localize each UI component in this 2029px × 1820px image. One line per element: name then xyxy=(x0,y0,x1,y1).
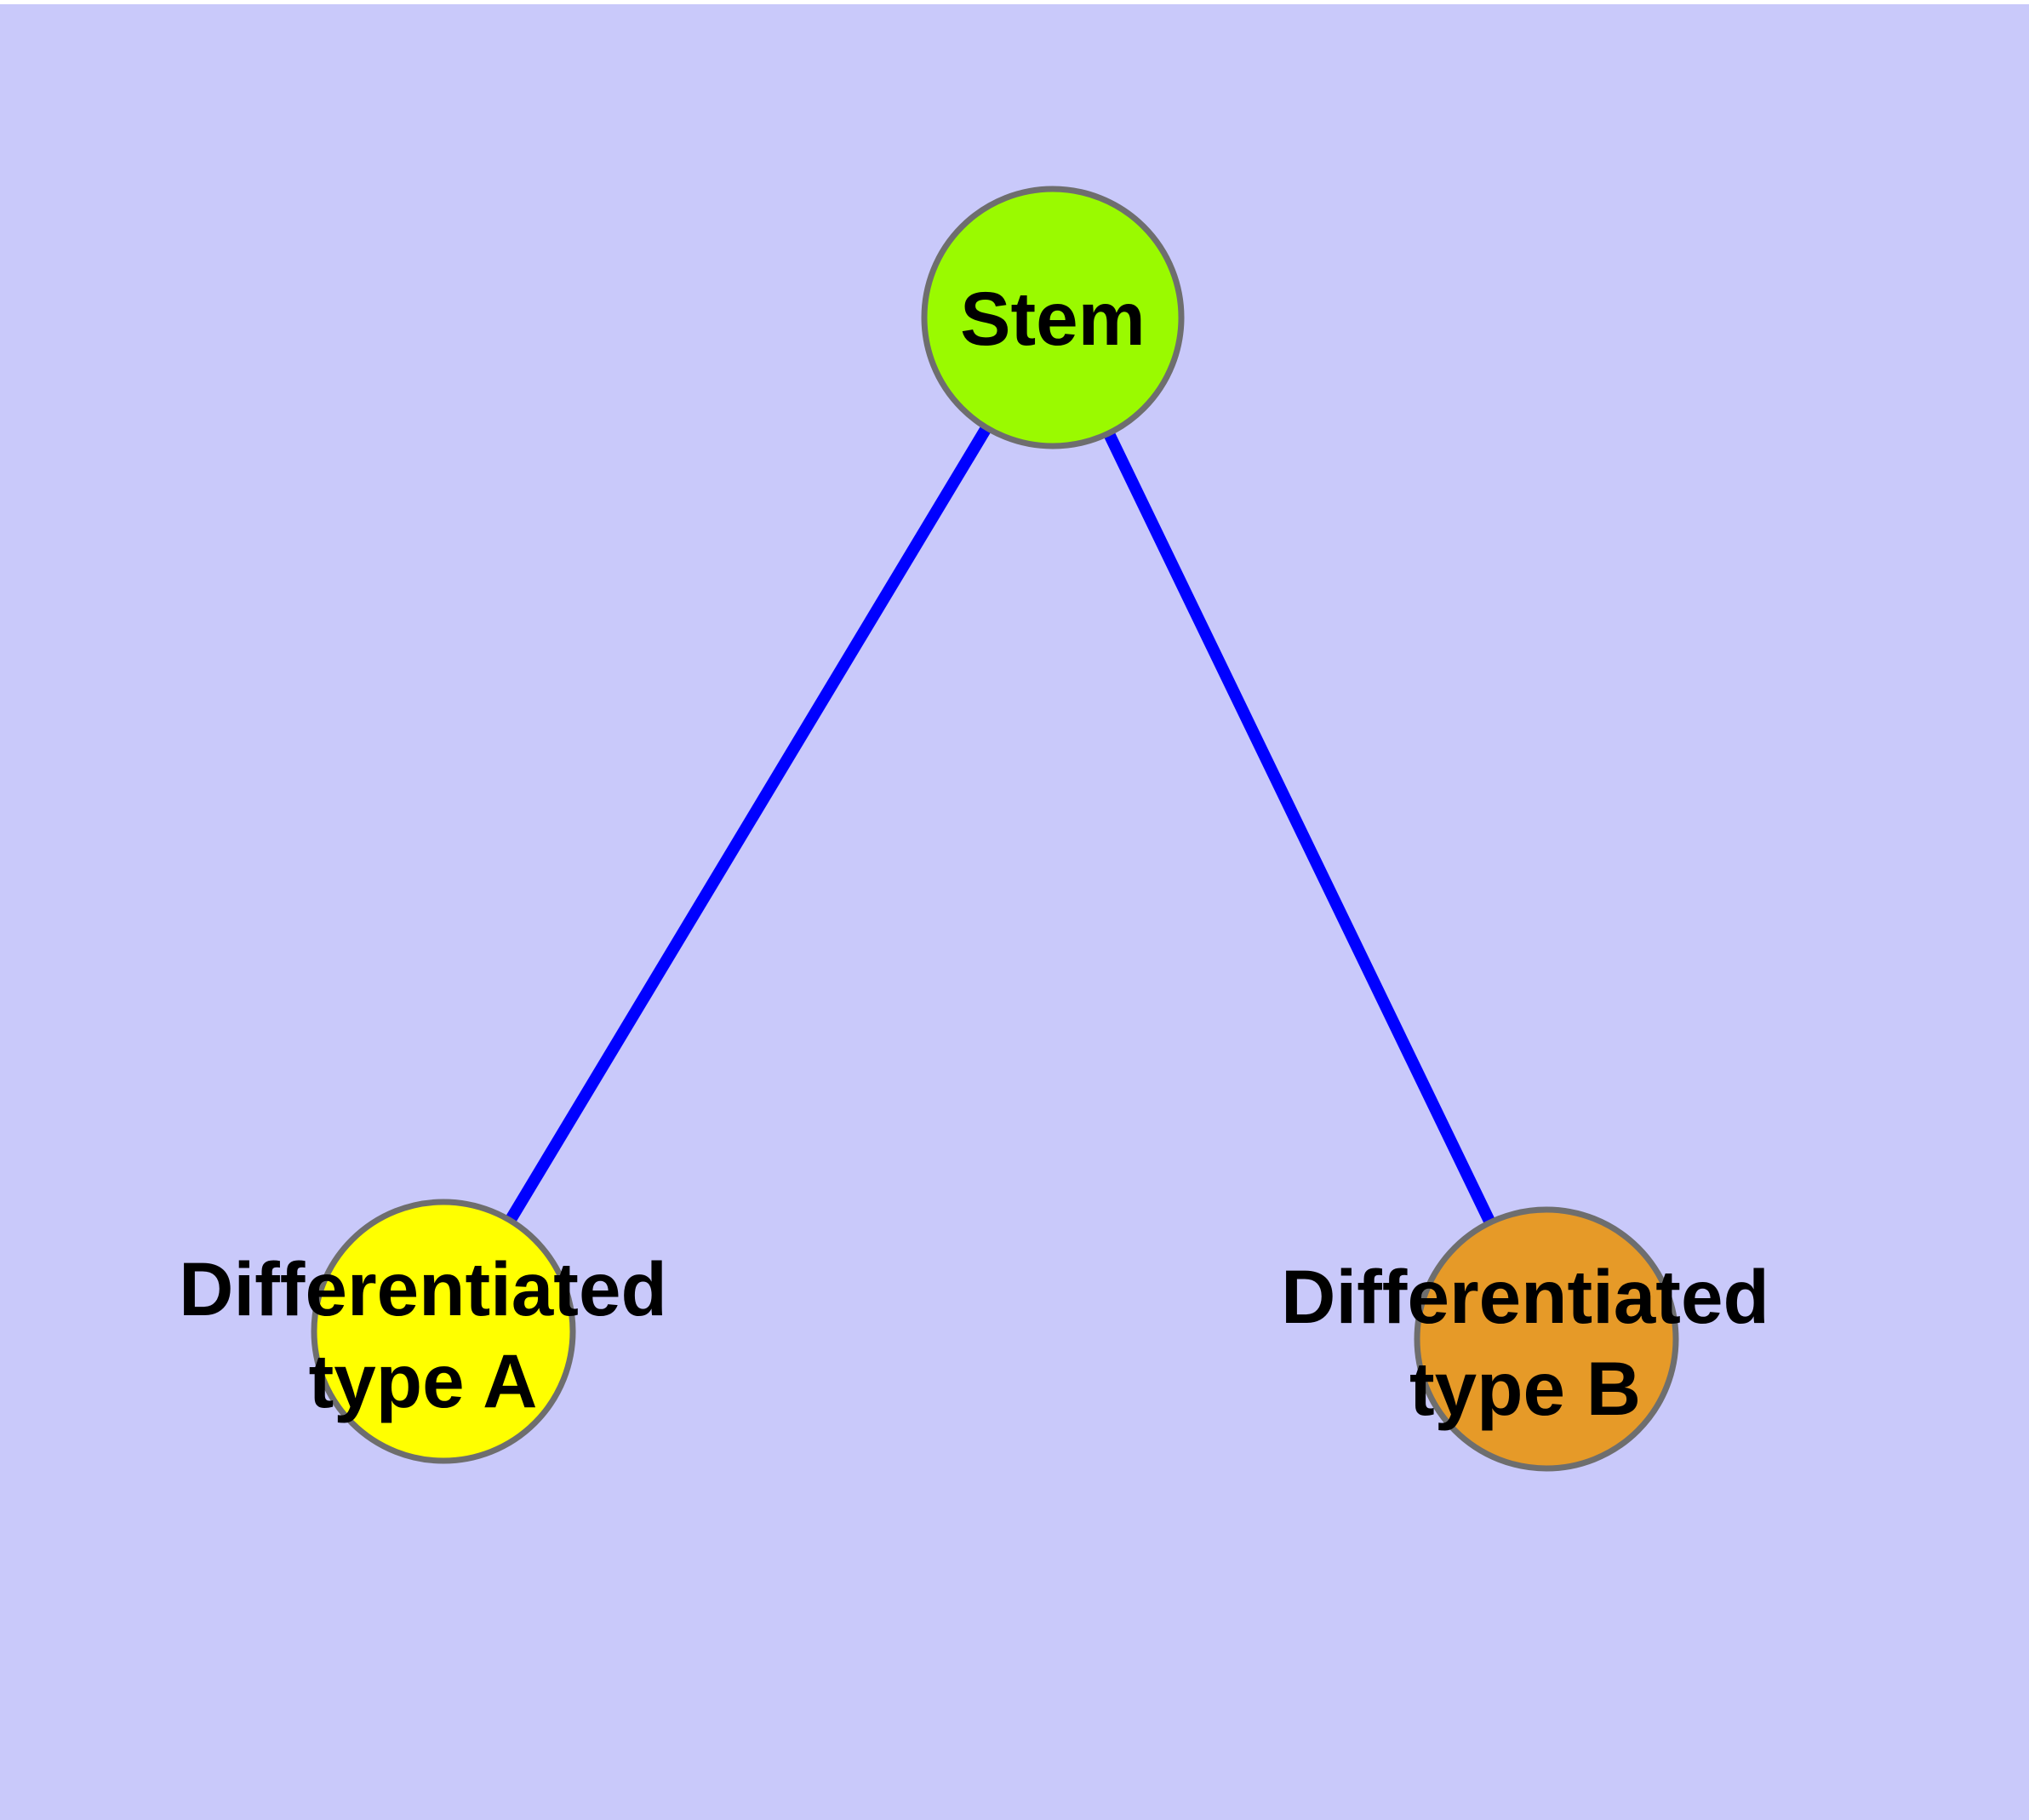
node-label-line: Differentiated xyxy=(1281,1254,1769,1339)
edge-stem-to-type-b xyxy=(1103,430,1496,1226)
node-differentiated-type-b xyxy=(1414,1206,1679,1472)
node-label-line: Differentiated xyxy=(179,1246,667,1331)
edges-layer xyxy=(505,424,1496,1226)
node-differentiated-type-a xyxy=(311,1199,576,1464)
edge-stem-to-type-a xyxy=(505,424,992,1224)
node-label-stem: Stem xyxy=(960,276,1146,361)
node-stem xyxy=(921,186,1185,449)
node-label-line: type B xyxy=(1409,1346,1641,1431)
node-label-line: Stem xyxy=(960,276,1146,361)
top-margin-strip xyxy=(0,0,2029,4)
node-label-line: type A xyxy=(309,1338,538,1423)
